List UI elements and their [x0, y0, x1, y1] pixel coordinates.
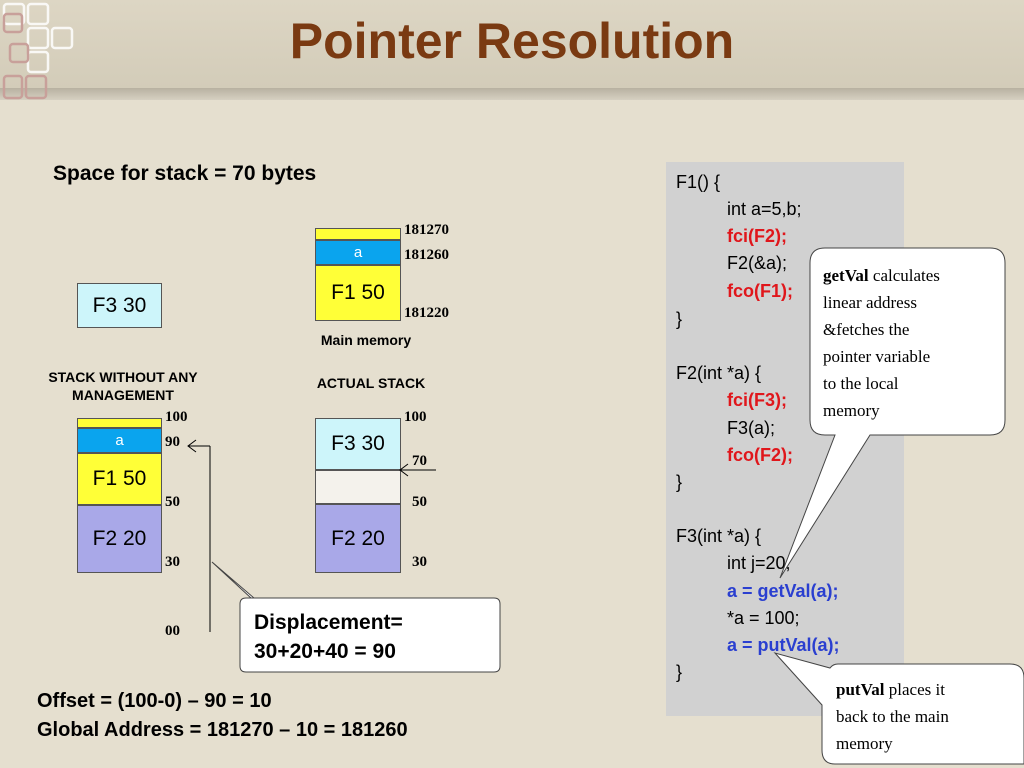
stack-no-mgmt-num-00: 00: [165, 623, 180, 639]
putval-callout-bubble: [773, 652, 1024, 765]
main-memory-top-cell: [315, 228, 401, 240]
displacement-line1: Displacement=: [254, 611, 403, 634]
stack-no-mgmt-cell-f2: F2 20: [77, 505, 162, 573]
code-line-f3-call: F3(a);: [727, 418, 776, 438]
header-band: [0, 0, 1024, 88]
putval-text-1: places it: [884, 680, 945, 699]
stack-no-mgmt-cell-f1: F1 50: [77, 453, 162, 505]
stack-no-mgmt-label-line2: MANAGEMENT: [72, 387, 174, 403]
putval-keyword: putVal: [836, 680, 885, 699]
putval-callout-text: putVal places it back to the main memory: [836, 676, 1022, 757]
code-line-f1-header: F1() {: [676, 172, 721, 192]
code-line-fco-f2: fco(F2);: [727, 445, 793, 465]
code-line-fco-f1: fco(F1);: [727, 281, 793, 301]
addr-181270: 181270: [404, 222, 449, 238]
stack-space-note: Space for stack = 70 bytes: [53, 162, 317, 185]
code-line-close-2: }: [676, 472, 683, 492]
actual-stack-num-50: 50: [412, 494, 427, 510]
getval-text-5: to the local: [823, 374, 899, 393]
addr-181220: 181220: [404, 305, 449, 321]
code-line-int-a: int a=5,b;: [727, 199, 802, 219]
stack-no-mgmt-num-100: 100: [165, 409, 188, 425]
decorative-squares-icon: [2, 2, 74, 100]
stack-no-mgmt-label-line1: STACK WITHOUT ANY: [48, 369, 198, 385]
code-line-getval: a = getVal(a);: [727, 581, 839, 601]
actual-stack-num-30: 30: [412, 554, 427, 570]
getval-callout-bubble: [779, 247, 1006, 579]
code-line-putval: a = putVal(a);: [727, 635, 840, 655]
code-line-fci-f3: fci(F3);: [727, 390, 787, 410]
code-line-int-j: int j=20;: [727, 553, 791, 573]
offset-formula: Offset = (100-0) – 90 = 10: [37, 690, 272, 712]
stack-no-mgmt-num-50: 50: [165, 494, 180, 510]
page-title: Pointer Resolution: [289, 13, 735, 69]
global-address-formula: Global Address = 181270 – 10 = 181260: [37, 719, 408, 741]
getval-text-4: pointer variable: [823, 347, 931, 366]
main-memory-cell-a: a: [315, 240, 401, 265]
actual-stack-cell-f3: F3 30: [315, 418, 401, 470]
displacement-line2: 30+20+40 = 90: [254, 640, 396, 663]
code-line-f2-header: F2(int *a) {: [676, 363, 762, 383]
f3-frame-box: F3 30: [77, 283, 162, 328]
code-line-close-3: }: [676, 662, 683, 682]
arrow-to-90-icon: [187, 439, 211, 632]
stack-no-mgmt-num-90: 90: [165, 434, 180, 450]
stack-no-mgmt-num-30: 30: [165, 554, 180, 570]
getval-text-3: &fetches the: [823, 320, 910, 339]
code-line-assign: *a = 100;: [727, 608, 800, 628]
displacement-callout-text: Displacement= 30+20+40 = 90: [254, 608, 403, 666]
actual-stack-cell-f2: F2 20: [315, 504, 401, 573]
stack-no-mgmt-cell-a: a: [77, 428, 162, 453]
actual-stack-label: ACTUAL STACK: [316, 375, 426, 391]
getval-keyword: getVal: [823, 266, 869, 285]
addr-181260: 181260: [404, 247, 449, 263]
stack-no-mgmt-label: STACK WITHOUT ANY MANAGEMENT: [30, 368, 216, 404]
getval-text-1: calculates: [868, 266, 940, 285]
getval-callout-text: getVal calculates linear address &fetche…: [823, 262, 1003, 424]
code-line-f2-call: F2(&a);: [727, 253, 788, 273]
code-line-close-1: }: [676, 309, 683, 329]
getval-text-2: linear address: [823, 293, 917, 312]
actual-stack-num-70: 70: [412, 453, 427, 469]
code-line-f3-header: F3(int *a) {: [676, 526, 762, 546]
displacement-callout-bubble: [211, 561, 501, 673]
code-line-fci-f2: fci(F2);: [727, 226, 787, 246]
putval-text-2: back to the main: [836, 707, 949, 726]
getval-text-6: memory: [823, 401, 880, 420]
putval-text-3: memory: [836, 734, 893, 753]
header-divider: [0, 88, 1024, 100]
main-memory-cell-f1: F1 50: [315, 265, 401, 321]
arrow-to-70-icon: [399, 463, 436, 477]
actual-stack-num-100: 100: [404, 409, 427, 425]
main-memory-label: Main memory: [320, 332, 412, 348]
actual-stack-empty-cell: [315, 470, 401, 504]
stack-no-mgmt-top-cell: [77, 418, 162, 428]
